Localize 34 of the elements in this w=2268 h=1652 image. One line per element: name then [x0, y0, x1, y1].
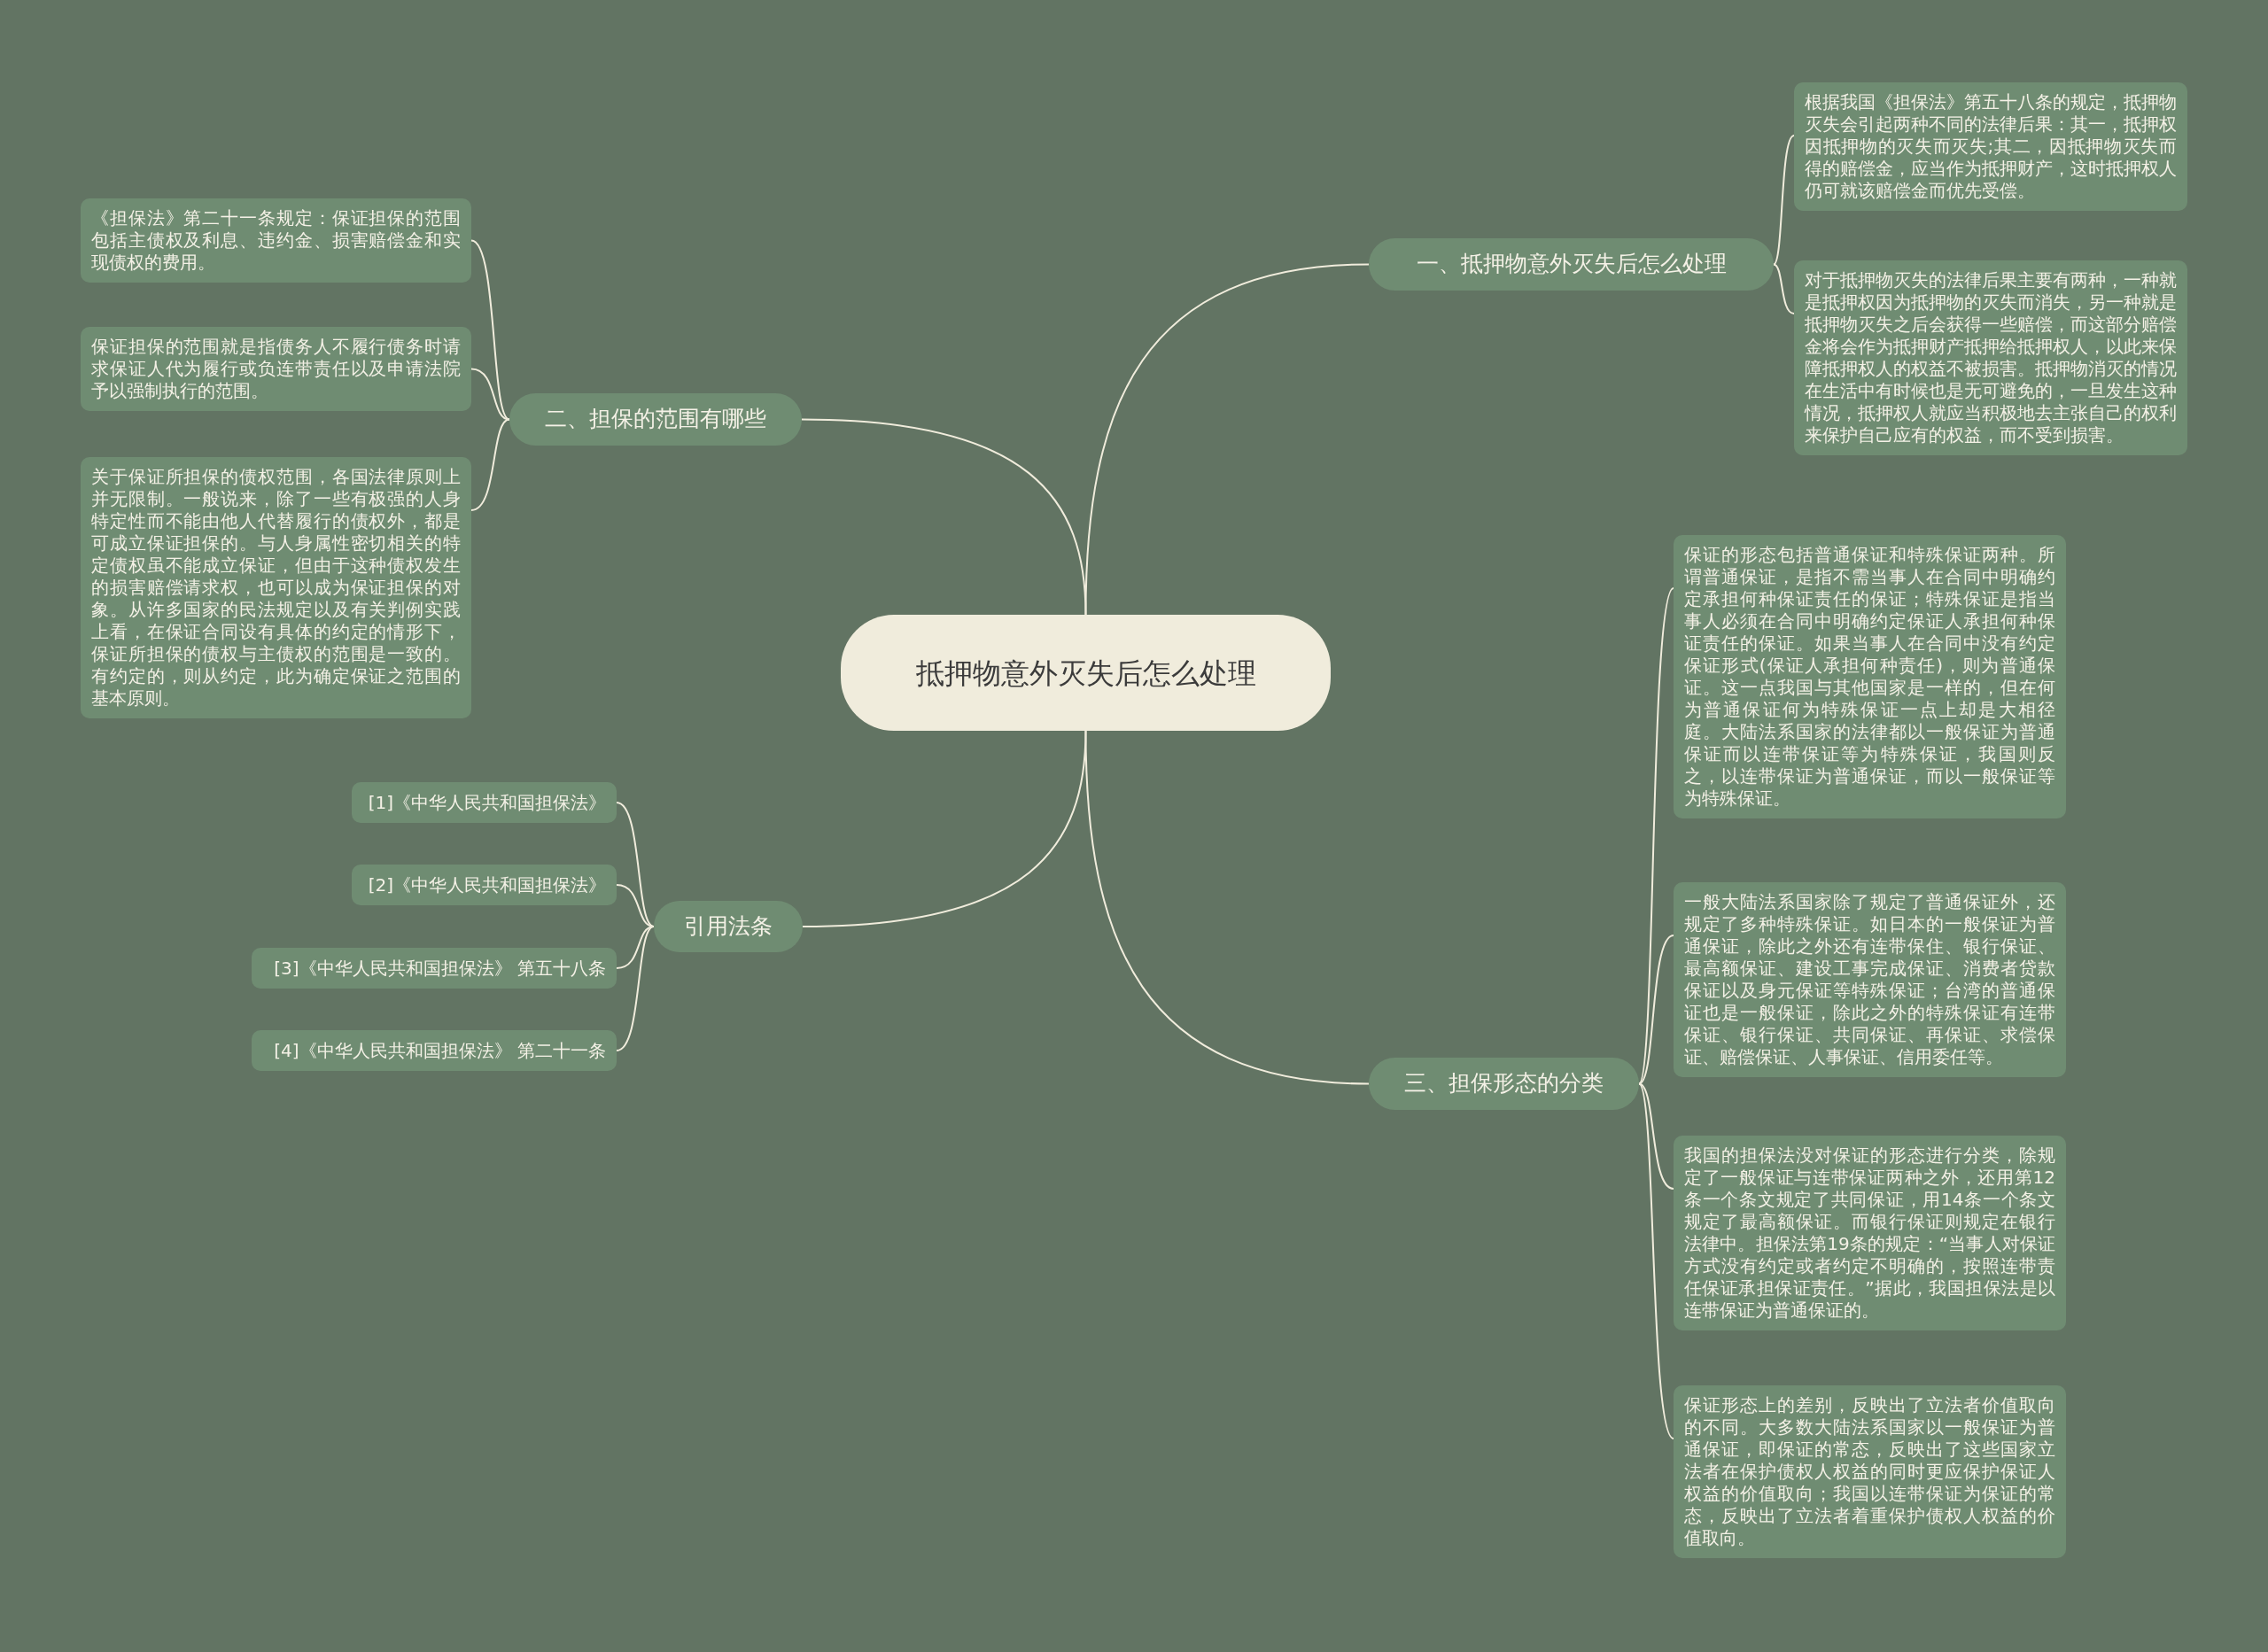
text-card: 保证形态上的差别，反映出了立法者价值取向的不同。大多数大陆法系国家以一般保证为普通保证，即保证的常态，反映出了这些国家立法者在保护债权人权益的同时更应保护保证人权益的价值取向；我国以连带保证为保证的常态，反映出了立法者着重保护债权人权益的价值取向。 — [1674, 1385, 2066, 1558]
connector — [1638, 587, 1674, 1085]
topic-box: 三、担保形态的分类 — [1369, 1058, 1639, 1110]
topic-box: 引用法条 — [654, 901, 803, 952]
connector — [1638, 1082, 1674, 1439]
connector — [1084, 730, 1370, 1085]
connector — [1084, 263, 1370, 616]
connector — [470, 368, 510, 421]
text-card: 关于保证所担保的债权范围，各国法律原则上并无限制。一般说来，除了一些有极强的人身特定性而不能由他人代替履行的债权外，都是可成立保证担保的。与人身属性密切相关的特定债权虽不能成立保证，但由于这种债权发生的损害赔偿请求权，也可以成为保证担保的对象。从许多国家的民法规定以及有关判例实践上看，在保证合同设有具体的约定的情形下，保证所担保的债权与主债权的范围是一致的。有约定的，则从约定，此为确定保证之范围的基本原则。 — [81, 457, 471, 718]
connector — [470, 418, 510, 511]
connector — [802, 730, 1087, 927]
text-card: 保证的形态包括普通保证和特殊保证两种。所谓普通保证，是指不需当事人在合同中明确约定承担何种保证责任的保证；特殊保证是指当事人必须在合同中明确约定保证人承担何种保证责任的保证。如果当事人在合同中没有约定保证形式(保证人承担何种责任)，则为普通保证。这一点我国与其他国家是一样的，但在何为普通保证何为特殊保证一点上却是大相径庭。大陆法系国家的法律都以一般保证为普通保证而以连带保证等为特殊保证，我国则反之，以连带保证为普通保证，而以一般保证等为特殊保证。 — [1674, 535, 2066, 818]
text-card: 我国的担保法没对保证的形态进行分类，除规定了一般保证与连带保证两种之外，还用第12条一个条文规定了共同保证，用14条一个条文规定了最高额保证。而银行保证则规定在银行法律中。担保法第19条的规定：“当事人对保证方式没有约定或者约定不明确的，按照连带责任保证承担保证责任。”据此，我国担保法是以连带保证为普通保证的。 — [1674, 1136, 2066, 1330]
connector — [616, 926, 655, 1051]
connector — [616, 802, 655, 927]
text-card: 保证担保的范围就是指债务人不履行债务时请求保证人代为履行或负连带责任以及申请法院予以强制执行的范围。 — [81, 327, 471, 411]
citation-box: [3]《中华人民共和国担保法》 第五十八条 — [252, 948, 617, 989]
citation-box: [2]《中华人民共和国担保法》 — [352, 865, 617, 905]
citation-box: [1]《中华人民共和国担保法》 — [352, 782, 617, 823]
connector — [1773, 263, 1795, 314]
connector — [616, 926, 655, 969]
text-card: 根据我国《担保法》第五十八条的规定，抵押物灭失会引起两种不同的法律后果：其一，抵押权因抵押物的灭失而灭失;其二，因抵押物灭失而得的赔偿金，应当作为抵押财产，这时抵押权人仍可就该赔偿金而优先受偿。 — [1794, 82, 2187, 211]
topic-box: 一、抵押物意外灭失后怎么处理 — [1369, 238, 1774, 291]
connector — [1638, 1082, 1674, 1190]
connector — [470, 239, 510, 421]
connector — [801, 418, 1087, 616]
text-card: 一般大陆法系国家除了规定了普通保证外，还规定了多种特殊保证。如日本的一般保证为普通保证，除此之外还有连带保住、银行保证、最高额保证、建设工事完成保证、消费者贷款保证以及身元保证等特殊保证；台湾的普通保证也是一般保证，除此之外的特殊保证有连带保证、银行保证、共同保证、再保证、求偿保证、赔偿保证、人事保证、信用委任等。 — [1674, 882, 2066, 1077]
central-topic: 抵押物意外灭失后怎么处理 — [841, 615, 1331, 731]
citation-box: [4]《中华人民共和国担保法》 第二十一条 — [252, 1030, 617, 1071]
topic-box: 二、担保的范围有哪些 — [509, 393, 802, 446]
connector — [1773, 135, 1795, 266]
text-card: 《担保法》第二十一条规定：保证担保的范围包括主债权及利息、违约金、损害赔偿金和实现债权的费用。 — [81, 198, 471, 283]
connector — [1638, 935, 1674, 1085]
text-card: 对于抵押物灭失的法律后果主要有两种，一种就是抵押权因为抵押物的灭失而消失，另一种就是抵押物灭失之后会获得一些赔偿，而这部分赔偿金将会作为抵押财产抵押给抵押权人，以此来保障抵押权人的权益不被损害。抵押物消灭的情况在生活中有时候也是无可避免的，一旦发生这种情况，抵押权人就应当积极地去主张自己的权利来保护自己应有的权益，而不受到损害。 — [1794, 260, 2187, 455]
